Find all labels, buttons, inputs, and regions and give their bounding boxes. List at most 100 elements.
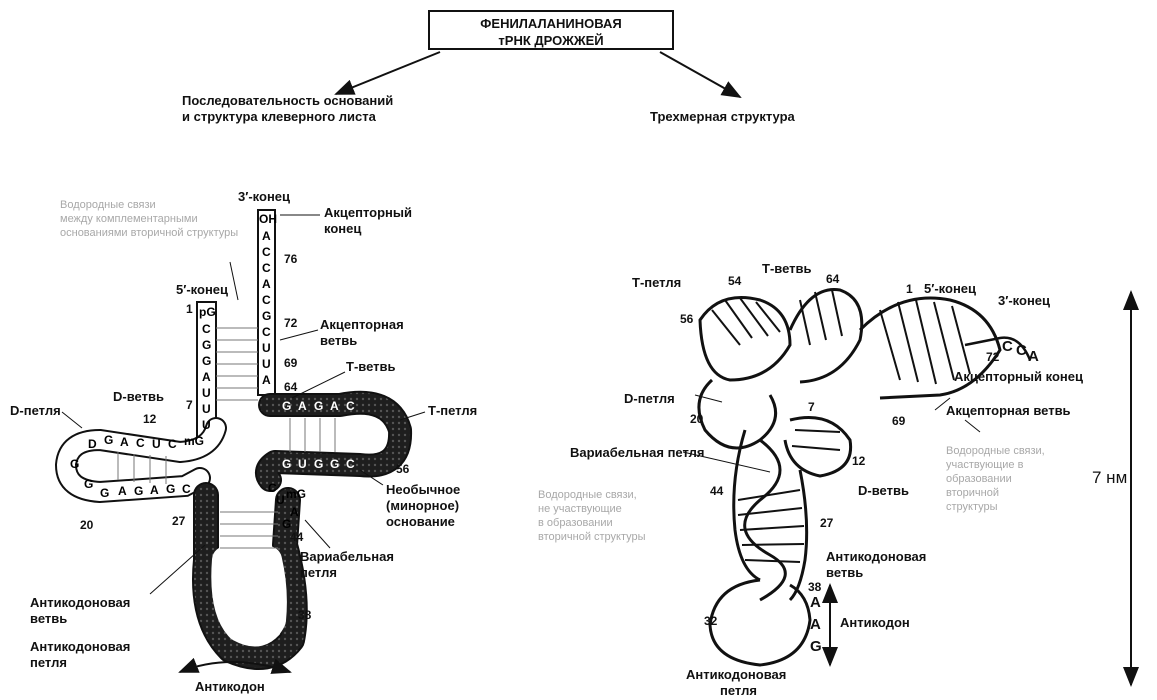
d-arm-label-right: D-ветвь [858,484,909,498]
anticodon-label-right: Антикодон [840,616,910,630]
num-20-left: 20 [80,518,93,532]
hbonds-right-right-1: Водородные связи, [946,444,1045,458]
svg-text:OH: OH [259,212,277,226]
three-prime-end-label: 3′-конец [238,190,290,204]
acceptor-end-label-1: Акцепторный [324,206,412,220]
num-32-right: 32 [704,614,717,628]
svg-text:A: A [120,435,129,449]
num-1-right: 1 [906,282,913,296]
svg-text:U: U [262,357,271,371]
t-arm-label-left: Т-ветвь [346,360,396,374]
hbonds-caption-left-2: между комплементарными [60,212,198,226]
svg-text:A: A [262,277,271,291]
t-loop-label-left: Т-петля [428,404,477,418]
svg-text:G: G [314,457,323,471]
num-12-right: 12 [852,454,865,468]
anticodon-label-left: Антикодон [195,680,265,694]
svg-text:C: C [346,399,355,413]
variable-loop-label-right: Вариабельная петля [570,446,705,460]
svg-text:U: U [276,493,285,507]
num-38-left: 38 [298,608,311,622]
svg-text:U: U [298,457,307,471]
variable-loop-label-2: петля [300,566,337,580]
svg-text:A: A [202,370,211,384]
num-20-right: 20 [690,412,703,426]
leader-lines-right [683,395,980,472]
num-7-right: 7 [808,400,815,414]
svg-text:U: U [262,341,271,355]
svg-text:G: G [314,399,323,413]
d-arm-label-left: D-ветвь [113,390,164,404]
svg-text:A: A [262,373,271,387]
anticodon-arm-label-1: Антикодоновая [30,596,130,610]
anticodon-loop-label-right-1: Антикодоновая [686,668,786,682]
num-69-left: 69 [284,356,297,370]
num-27-left: 27 [172,514,185,528]
unusual-base-label-2: (минорное) [386,499,459,513]
right-heading: Трехмерная структура [650,110,795,124]
anticodon-loop-label-2: петля [30,656,67,670]
svg-text:A: A [118,484,127,498]
svg-text:D: D [88,437,97,451]
svg-text:C: C [262,261,271,275]
svg-text:G: G [282,517,291,531]
hbonds-right-right-3: образовании [946,472,1012,486]
anticodon-arm-label-right-1: Антикодоновая [826,550,926,564]
t-loop-label-right: Т-петля [632,276,681,290]
num-72-right: 72 [986,350,999,364]
svg-text:pG: pG [199,305,216,319]
hbonds-right-right-4: вторичной [946,486,999,500]
anticodon-base-3: G [810,640,822,654]
svg-text:G: G [84,477,93,491]
hbonds-right-right-5: структуры [946,500,998,514]
hbonds-right-left-2: не участвующие [538,502,622,516]
num-44-right: 44 [710,484,723,498]
svg-text:G: G [134,484,143,498]
svg-text:A: A [290,505,299,519]
num-38-right: 38 [808,580,821,594]
five-prime-end-label-right: 5′-конец [924,282,976,296]
unusual-base-label-3: основание [386,515,455,529]
anticodon-arm-label-2: ветвь [30,612,67,626]
svg-text:G: G [104,433,113,447]
anticodon-base-2: A [810,618,821,632]
anticodon-loop-label-1: Антикодоновая [30,640,130,654]
hbonds-caption-left-1: Водородные связи [60,198,156,212]
t-arm-label-right: Т-ветвь [762,262,812,276]
svg-text:C: C [262,245,271,259]
num-56-right: 56 [680,312,693,326]
num-27-right: 27 [820,516,833,530]
svg-text:G: G [70,457,79,471]
svg-text:G: G [282,399,291,413]
num-44-left: 44 [290,530,303,544]
three-prime-end-label-right: 3′-конец [998,294,1050,308]
left-heading-1: Последовательность оснований [182,94,393,108]
svg-text:U: U [202,402,211,416]
num-69-right: 69 [892,414,905,428]
svg-text:A: A [262,229,271,243]
svg-text:G: G [282,457,291,471]
svg-text:C: C [346,457,355,471]
hbonds-right-left-3: в образовании [538,516,613,530]
svg-text:mG: mG [184,434,204,448]
five-prime-end-label: 5′-конец [176,283,228,297]
svg-text:U: U [202,386,211,400]
cca-c2: C [1016,344,1027,358]
svg-text:A: A [150,483,159,497]
svg-text:C: C [136,436,145,450]
svg-text:G: G [330,457,339,471]
num-7-left: 7 [186,398,193,412]
anticodon-loop-label-right-2: петля [720,684,757,698]
acceptor-arm-label-right: Акцепторная ветвь [946,404,1071,418]
variable-loop-label-1: Вариабельная [300,550,394,564]
anticodon-arm-label-right-2: ветвь [826,566,863,580]
d-loop-label-right: D-петля [624,392,675,406]
num-54-right: 54 [728,274,741,288]
hbonds-right-right-2: участвующие в [946,458,1023,472]
num-12-left: 12 [143,412,156,426]
svg-text:G: G [166,482,175,496]
num-56-left: 56 [396,462,409,476]
hbonds-caption-left-3: основаниями вторичной структуры [60,226,238,240]
d-loop-label-left: D-петля [10,404,61,418]
